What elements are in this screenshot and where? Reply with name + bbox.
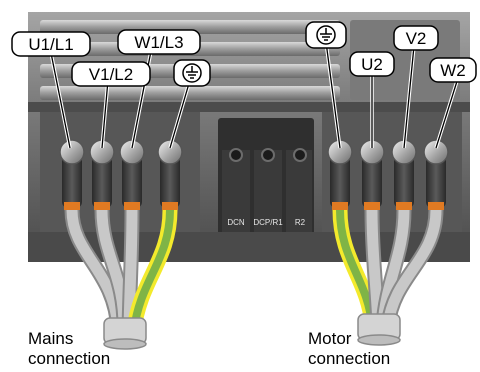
callout-v2: V2	[393, 25, 439, 51]
mains-caption-line2: connection	[28, 349, 110, 368]
motor-cables	[332, 209, 444, 346]
terminal-pe-mains	[157, 139, 183, 210]
terminal-lugs	[59, 139, 449, 210]
dc-screw-hole	[261, 148, 275, 162]
dcp-r1-label: DCP/R1	[253, 218, 283, 227]
dc-screw-hole	[293, 148, 307, 162]
dc-block-labels: DCN DCP/R1 R2	[227, 218, 305, 227]
label-u2: U2	[361, 55, 383, 74]
cooling-fin	[40, 20, 340, 34]
callout-u2: U2	[349, 51, 395, 77]
label-w1-l3: W1/L3	[134, 33, 183, 52]
callout-earth-motor	[305, 21, 347, 49]
label-v2: V2	[406, 29, 427, 48]
terminal-w1	[119, 139, 145, 210]
r2-label: R2	[295, 218, 306, 227]
terminal-u1	[59, 139, 85, 210]
motor-caption: Motor connection	[308, 329, 390, 368]
motor-caption-line2: connection	[308, 349, 390, 368]
dcn-label: DCN	[227, 218, 245, 227]
cooling-fin	[40, 86, 340, 100]
callout-v1: V1/L2	[71, 61, 151, 87]
callout-w1: W1/L3	[117, 29, 201, 55]
mains-caption-line1: Mains	[28, 329, 73, 348]
terminal-v2	[391, 139, 417, 210]
label-u1-l1: U1/L1	[28, 35, 73, 54]
motor-caption-line1: Motor	[308, 329, 352, 348]
terminal-u2	[359, 139, 385, 210]
dc-screw-hole	[229, 148, 243, 162]
mains-caption: Mains connection	[28, 329, 110, 368]
terminal-v1	[89, 139, 115, 210]
callout-earth-mains	[173, 59, 211, 87]
callout-u1: U1/L1	[11, 31, 91, 57]
earth-ground-icon	[316, 25, 336, 45]
earth-ground-icon	[182, 63, 202, 83]
label-v1-l2: V1/L2	[89, 65, 133, 84]
callout-w2: W2	[429, 57, 477, 83]
mains-cables	[64, 209, 178, 350]
terminal-pe-motor	[327, 139, 353, 210]
terminal-w2	[423, 139, 449, 210]
label-w2: W2	[440, 61, 466, 80]
